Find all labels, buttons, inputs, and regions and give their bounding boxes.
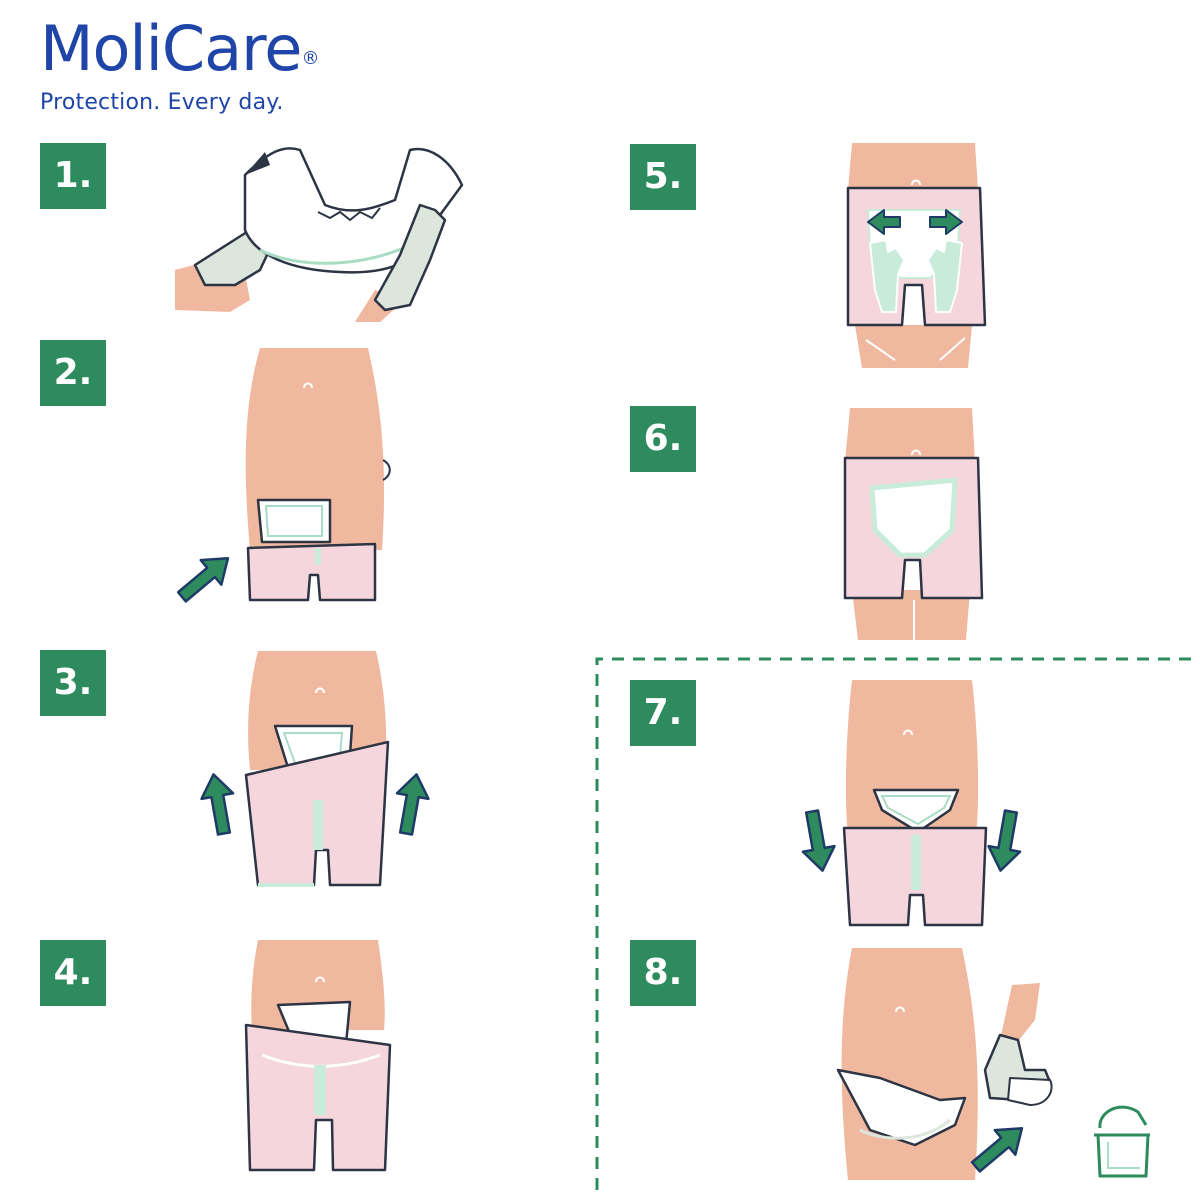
waste-bin-icon: [1094, 1105, 1150, 1178]
step-6-illustration: [843, 408, 984, 640]
brand-name: MoliCare: [40, 12, 302, 85]
brand-logo: MoliCare® Protection. Every day.: [40, 12, 319, 116]
step-2-badge: 2.: [40, 340, 106, 406]
step-8-badge: 8.: [630, 940, 696, 1006]
step-2-illustration: [170, 348, 391, 611]
registered-mark: ®: [301, 48, 319, 69]
brand-tagline: Protection. Every day.: [40, 90, 284, 115]
step-4-badge: 4.: [40, 940, 106, 1006]
step-5-illustration: [846, 143, 987, 368]
step-7-illustration: [795, 680, 1028, 927]
step-8-illustration: [836, 948, 1150, 1181]
step-1-badge: 1.: [40, 143, 106, 209]
step-1-illustration: [175, 147, 464, 322]
step-4-illustration: [244, 940, 392, 1172]
step-6-badge: 6.: [630, 406, 696, 472]
step-3-illustration: [196, 651, 434, 887]
brand-wordmark: MoliCare®: [40, 12, 319, 85]
step-5-badge: 5.: [630, 144, 696, 210]
step-3-badge: 3.: [40, 650, 106, 716]
step-7-badge: 7.: [630, 680, 696, 746]
dashed-divider: [595, 657, 1192, 1190]
